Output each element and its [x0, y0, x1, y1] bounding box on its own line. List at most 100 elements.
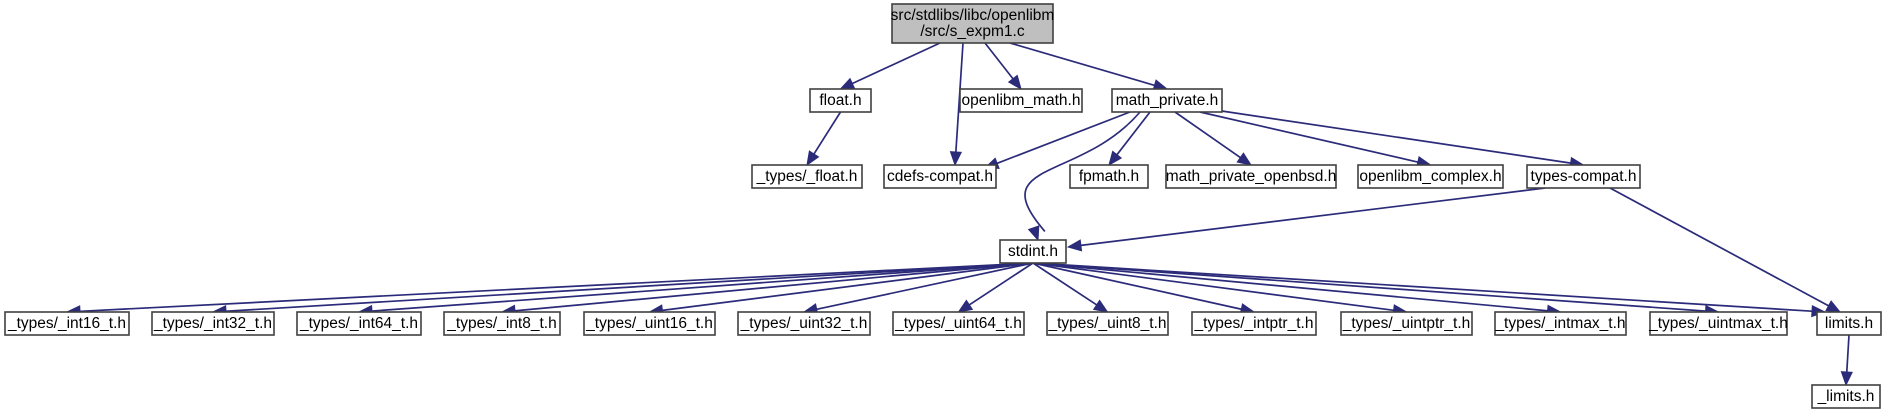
graph-node-t_uintptr[interactable]: _types/_uintptr_t.h	[1340, 311, 1473, 336]
graph-node-box-openlibm_complex[interactable]	[1357, 164, 1504, 189]
graph-node-box-cdefs_compat[interactable]	[883, 164, 997, 189]
graph-node-label-t_uintptr: _types/_uintptr_t.h	[1342, 315, 1471, 332]
graph-node-t_uint64[interactable]: _types/_uint64_t.h	[892, 311, 1025, 336]
graph-node-label-limits: limits.h	[1825, 315, 1873, 332]
graph-edge-stdint-to-t_uint64	[967, 262, 1034, 307]
graph-node-label-t_intmax: _types/_intmax_t.h	[1494, 315, 1625, 332]
graph-node-label-openlibm_complex: openlibm_complex.h	[1359, 168, 1501, 185]
graph-node-openlibm_complex[interactable]: openlibm_complex.h	[1357, 164, 1504, 189]
graph-node-label-root-line2: /src/s_expm1.c	[920, 23, 1024, 40]
graph-node-label-t_uint64: _types/_uint64_t.h	[894, 315, 1022, 332]
graph-edge-stdint-to-t_int8	[512, 262, 1034, 312]
graph-node-box-types_compat[interactable]	[1526, 164, 1641, 189]
graph-edge-stdint-to-t_int16	[77, 262, 1034, 313]
graph-edge-arrow-cdefs_compat	[949, 151, 963, 167]
graph-edge-math_private-to-openlibm_complex	[1199, 111, 1420, 164]
graph-node-t_uint16[interactable]: _types/_uint16_t.h	[583, 311, 716, 336]
graph-node-label-stdint: stdint.h	[1008, 243, 1058, 260]
graph-node-t_int64[interactable]: _types/_int64_t.h	[296, 311, 422, 336]
graph-node-limits[interactable]: limits.h	[1816, 311, 1882, 336]
graph-node-stdint[interactable]: stdint.h	[999, 239, 1067, 264]
graph-node-mp_openbsd[interactable]: math_private_openbsd.h	[1165, 164, 1337, 189]
graph-edge-stdint-to-t_uint8	[1032, 262, 1099, 307]
graph-node-box-types_float[interactable]	[751, 164, 863, 189]
graph-node-box-t_uintptr[interactable]	[1340, 311, 1473, 336]
graph-node-label-t_int16: _types/_int16_t.h	[7, 315, 126, 332]
graph-edge-stdint-to-limits	[1032, 262, 1815, 313]
graph-edge-arrow-limits	[1825, 300, 1842, 313]
graph-edge-arrow-fpmath	[1108, 150, 1123, 167]
graph-node-box-t_uint64[interactable]	[892, 311, 1025, 336]
graph-node-box-stdint[interactable]	[999, 239, 1067, 264]
graph-node-box-_limits[interactable]	[1811, 384, 1881, 409]
graph-node-t_uint32[interactable]: _types/_uint32_t.h	[737, 311, 871, 336]
edge-layer	[65, 42, 1853, 387]
graph-node-root[interactable]: src/stdlibs/libc/openlibm/src/s_expm1.c	[891, 3, 1055, 44]
graph-edge-stdint-to-t_uintmax	[1032, 262, 1708, 313]
graph-node-box-t_int16[interactable]	[4, 311, 130, 336]
graph-edge-arrow-stdint	[1027, 225, 1040, 242]
graph-node-box-t_uint32[interactable]	[737, 311, 871, 336]
graph-edge-arrow-types_float	[806, 150, 820, 167]
graph-node-t_int8[interactable]: _types/_int8_t.h	[443, 311, 561, 336]
graph-node-float[interactable]: float.h	[809, 88, 872, 113]
graph-edge-arrow-mp_openbsd	[1236, 152, 1253, 166]
graph-node-types_compat[interactable]: types-compat.h	[1526, 164, 1641, 189]
graph-node-label-openlibm_math: openlibm_math.h	[962, 92, 1081, 109]
graph-node-label-t_int8: _types/_int8_t.h	[446, 315, 556, 332]
graph-node-label-cdefs_compat: cdefs-compat.h	[887, 168, 993, 185]
graph-edge-limits-to-_limits	[1845, 334, 1850, 375]
graph-edge-stdint-to-t_uint32	[814, 262, 1034, 311]
graph-node-box-float[interactable]	[809, 88, 872, 113]
graph-edge-arrow-t_uint8	[1092, 299, 1109, 313]
graph-edge-stdint-to-t_intmax	[1032, 262, 1550, 312]
graph-node-t_int16[interactable]: _types/_int16_t.h	[4, 311, 130, 336]
graph-edge-math_private-to-types_compat	[1214, 109, 1573, 165]
graph-node-box-math_private[interactable]	[1111, 88, 1223, 113]
graph-edge-types_compat-to-stdint	[1078, 187, 1546, 247]
graph-node-box-mp_openbsd[interactable]	[1165, 164, 1337, 189]
graph-edge-arrow-t_uint64	[957, 299, 974, 313]
graph-node-math_private[interactable]: math_private.h	[1111, 88, 1223, 113]
graph-node-label-root-line1: src/stdlibs/libc/openlibm	[891, 7, 1055, 24]
graph-node-box-t_int8[interactable]	[443, 311, 561, 336]
graph-node-label-t_uint8: _types/_uint8_t.h	[1047, 315, 1166, 332]
node-layer: src/stdlibs/libc/openlibm/src/s_expm1.cf…	[4, 3, 1882, 409]
graph-node-box-t_intptr[interactable]	[1191, 311, 1317, 336]
graph-edge-arrow-float	[839, 77, 856, 90]
graph-node-t_uint8[interactable]: _types/_uint8_t.h	[1046, 311, 1169, 336]
graph-node-label-t_uint32: _types/_uint32_t.h	[740, 315, 868, 332]
graph-node-openlibm_math[interactable]: openlibm_math.h	[959, 88, 1083, 113]
graph-node-t_intptr[interactable]: _types/_intptr_t.h	[1191, 311, 1317, 336]
graph-node-cdefs_compat[interactable]: cdefs-compat.h	[883, 164, 997, 189]
graph-edge-root-to-openlibm_math	[984, 42, 1015, 81]
graph-node-types_float[interactable]: _types/_float.h	[751, 164, 863, 189]
graph-edge-root-to-float	[850, 42, 941, 86]
graph-edge-stdint-to-t_intptr	[1032, 262, 1244, 311]
graph-node-box-t_uintmax[interactable]	[1649, 311, 1788, 336]
graph-edge-stdint-to-t_int32	[223, 262, 1034, 313]
graph-node-label-t_uint16: _types/_uint16_t.h	[585, 315, 713, 332]
graph-node-box-t_uint8[interactable]	[1046, 311, 1169, 336]
graph-node-t_intmax[interactable]: _types/_intmax_t.h	[1494, 311, 1627, 336]
graph-edge-arrow-_limits	[1840, 371, 1853, 387]
graph-node-box-openlibm_math[interactable]	[959, 88, 1083, 113]
graph-node-t_int32[interactable]: _types/_int32_t.h	[151, 311, 275, 336]
graph-node-box-t_intmax[interactable]	[1494, 311, 1627, 336]
graph-node-label-types_compat: types-compat.h	[1531, 168, 1637, 185]
graph-edge-stdint-to-t_int64	[369, 262, 1034, 313]
graph-edge-math_private-to-stdint	[1024, 111, 1141, 232]
graph-node-box-t_int32[interactable]	[151, 311, 275, 336]
graph-node-label-mp_openbsd: math_private_openbsd.h	[1166, 168, 1337, 185]
graph-node-box-root[interactable]	[891, 3, 1054, 44]
graph-node-box-limits[interactable]	[1816, 311, 1882, 336]
graph-node-t_uintmax[interactable]: _types/_uintmax_t.h	[1648, 311, 1788, 336]
graph-node-box-t_int64[interactable]	[296, 311, 422, 336]
graph-node-label-math_private: math_private.h	[1116, 92, 1219, 109]
graph-edge-stdint-to-t_uint16	[660, 262, 1034, 312]
graph-node-box-fpmath[interactable]	[1069, 164, 1149, 189]
graph-node-_limits[interactable]: _limits.h	[1811, 384, 1881, 409]
graph-node-box-t_uint16[interactable]	[583, 311, 716, 336]
graph-node-fpmath[interactable]: fpmath.h	[1069, 164, 1149, 189]
